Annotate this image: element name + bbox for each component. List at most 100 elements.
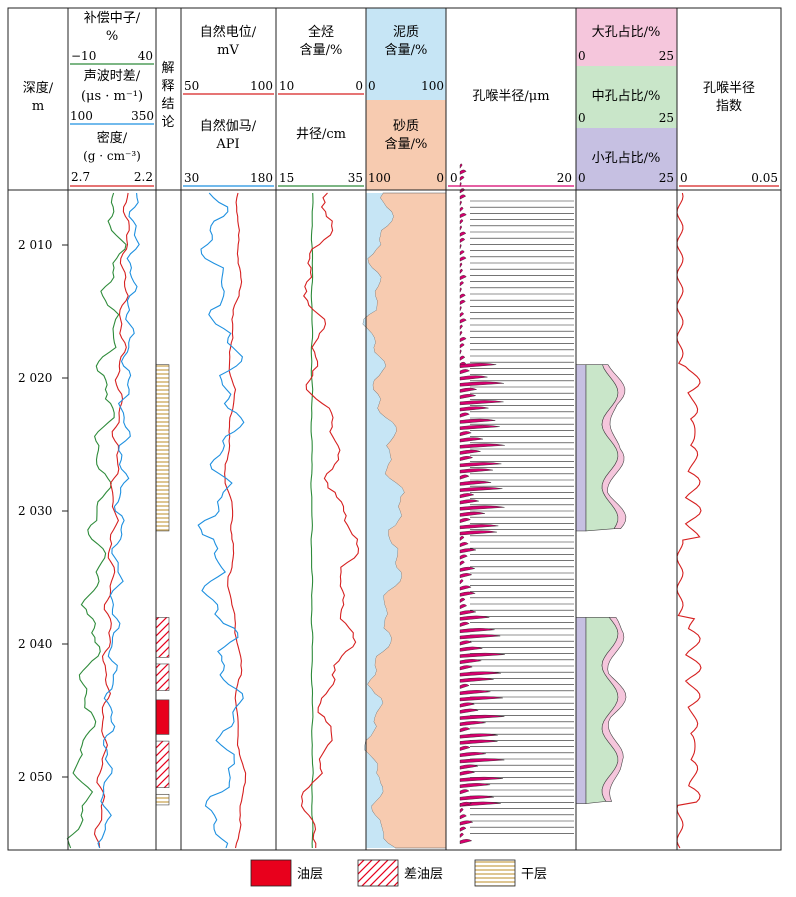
small-pore-header-bg	[576, 128, 677, 190]
shale-scale-min: 0	[368, 79, 376, 93]
pore-spectrum-peak	[459, 814, 467, 820]
pore-spectrum-peak	[459, 299, 466, 305]
ac-header-2: (μs · m⁻¹)	[81, 89, 143, 104]
pore-spectrum-peak	[459, 231, 467, 237]
small-pore-band	[575, 364, 587, 532]
ac-header-1: 声波时差/	[84, 69, 141, 84]
pore-spectrum-peak	[459, 480, 492, 486]
depth-tick-2030: 2 030	[18, 504, 52, 518]
legend-poor-label: 差油层	[404, 867, 443, 882]
index-scale-max: 0.05	[751, 171, 778, 185]
den-scale-min: 2.7	[71, 170, 90, 184]
pore-index-curve	[676, 192, 702, 849]
shale-fill	[363, 193, 405, 848]
pore-scale-max: 20	[557, 171, 572, 185]
tg-header-1: 全烃	[308, 24, 334, 40]
cnl-header-1: 补偿中子/	[84, 11, 141, 26]
legend-poor-swatch	[357, 859, 399, 887]
pore-spectrum-peak	[459, 412, 470, 418]
shale-scale-max: 100	[421, 79, 444, 93]
large-scale-max: 25	[659, 49, 674, 63]
pore-spectrum-peak	[459, 355, 466, 361]
pore-spectrum-peak	[459, 758, 505, 764]
pore-spectrum-peak	[459, 418, 496, 424]
pore-spectrum-peak	[459, 493, 475, 499]
pore-spectrum-peak	[459, 789, 470, 795]
legend: 油层 差油层 干层	[250, 859, 547, 887]
gr-scale-min: 30	[184, 171, 199, 185]
cnl-header-2: %	[106, 29, 118, 44]
den-header-2: (g · cm⁻³)	[83, 149, 141, 163]
pore-spectrum-peak	[459, 752, 486, 758]
den-scale-max: 2.2	[134, 170, 153, 184]
gr-curve	[197, 192, 245, 849]
small-pore-band	[575, 617, 587, 804]
pore-spectrum-peak	[459, 511, 485, 517]
depth-tick-2010: 2 010	[18, 238, 52, 252]
pore-spectrum-peak	[459, 646, 483, 652]
pore-spectrum-peak	[459, 839, 473, 845]
cnl-scale-min: −10	[71, 49, 96, 63]
pore-spectrum-peak	[459, 287, 462, 293]
pore-spectrum-peak	[459, 206, 464, 213]
pore-spectrum-peak	[459, 343, 465, 349]
ac-scale-max: 350	[131, 109, 154, 123]
depth-header-1: 深度/	[23, 80, 54, 96]
depth-tick-2020: 2 020	[18, 371, 52, 385]
pore-spectrum-peak	[459, 468, 493, 474]
pore-spectrum-peak	[459, 591, 476, 597]
interp-header-1: 解	[161, 61, 174, 76]
sp-header-1: 自然电位/	[200, 24, 257, 40]
pore-spectrum-peak	[459, 349, 462, 355]
pore-spectrum-peak	[459, 312, 464, 318]
pore-spectrum-peak	[459, 677, 494, 683]
pore-spectrum-peak	[459, 640, 473, 646]
pore-spectrum-peak	[459, 820, 474, 826]
pore-spectrum-peak	[459, 262, 463, 269]
tg-scale-max: 0	[355, 79, 363, 93]
cnl-curve	[66, 192, 127, 849]
pore-spectrum-peak	[459, 764, 479, 770]
pore-spectrum-peak	[459, 375, 488, 381]
tg-curve	[300, 192, 360, 849]
pore-spectrum-peak	[459, 714, 505, 720]
legend-dry-label: 干层	[521, 867, 547, 882]
pore-spectrum-peak	[459, 560, 465, 566]
sp-scale-max: 100	[250, 79, 273, 93]
pore-spectrum-peak	[459, 690, 491, 696]
pore-spectrum-peak	[459, 548, 477, 554]
small-scale-max: 25	[659, 171, 674, 185]
pore-spectrum-peak	[459, 597, 466, 603]
depth-header-2: m	[32, 99, 44, 114]
pore-spectrum-peak	[459, 337, 467, 343]
depth-tick-2040: 2 040	[18, 637, 52, 651]
legend-dry-swatch	[474, 859, 516, 887]
interp-block-dry	[155, 793, 170, 806]
pore-spectrum-peak	[459, 474, 470, 480]
sp-header-2: mV	[217, 43, 239, 58]
pore-spectrum-peak	[459, 381, 504, 387]
pore-spectrum-peak	[459, 256, 467, 262]
sand-header-2: 含量/%	[385, 136, 428, 152]
pore-spectrum-peak	[459, 169, 467, 175]
large-scale-min: 0	[578, 49, 586, 63]
pore-spectrum-peak	[459, 330, 463, 337]
pore-spectrum-peak	[459, 604, 468, 610]
pore-spectrum-peak	[459, 225, 462, 231]
pore-spectrum-peak	[459, 400, 504, 406]
small-scale-min: 0	[578, 171, 586, 185]
pore-spectrum-peak	[459, 665, 473, 671]
pore-spectrum-peak	[459, 188, 466, 194]
pore-spectrum-peak	[459, 610, 477, 616]
pore-spectrum-peak	[459, 387, 478, 393]
pore-spectrum-peak	[459, 727, 471, 733]
pore-spectrum-peak	[459, 369, 470, 375]
pore-spectrum-peak	[459, 770, 476, 776]
ac-curve	[97, 192, 140, 849]
pore-spectrum-peak	[459, 306, 462, 311]
pore-spectrum-peak	[459, 566, 476, 572]
pore-spectrum-peak	[459, 776, 503, 782]
depth-axis: 2 010 2 020 2 030 2 040 2 050	[18, 238, 68, 784]
cal-scale-max: 35	[348, 171, 363, 185]
interp-block-poor	[155, 663, 170, 691]
